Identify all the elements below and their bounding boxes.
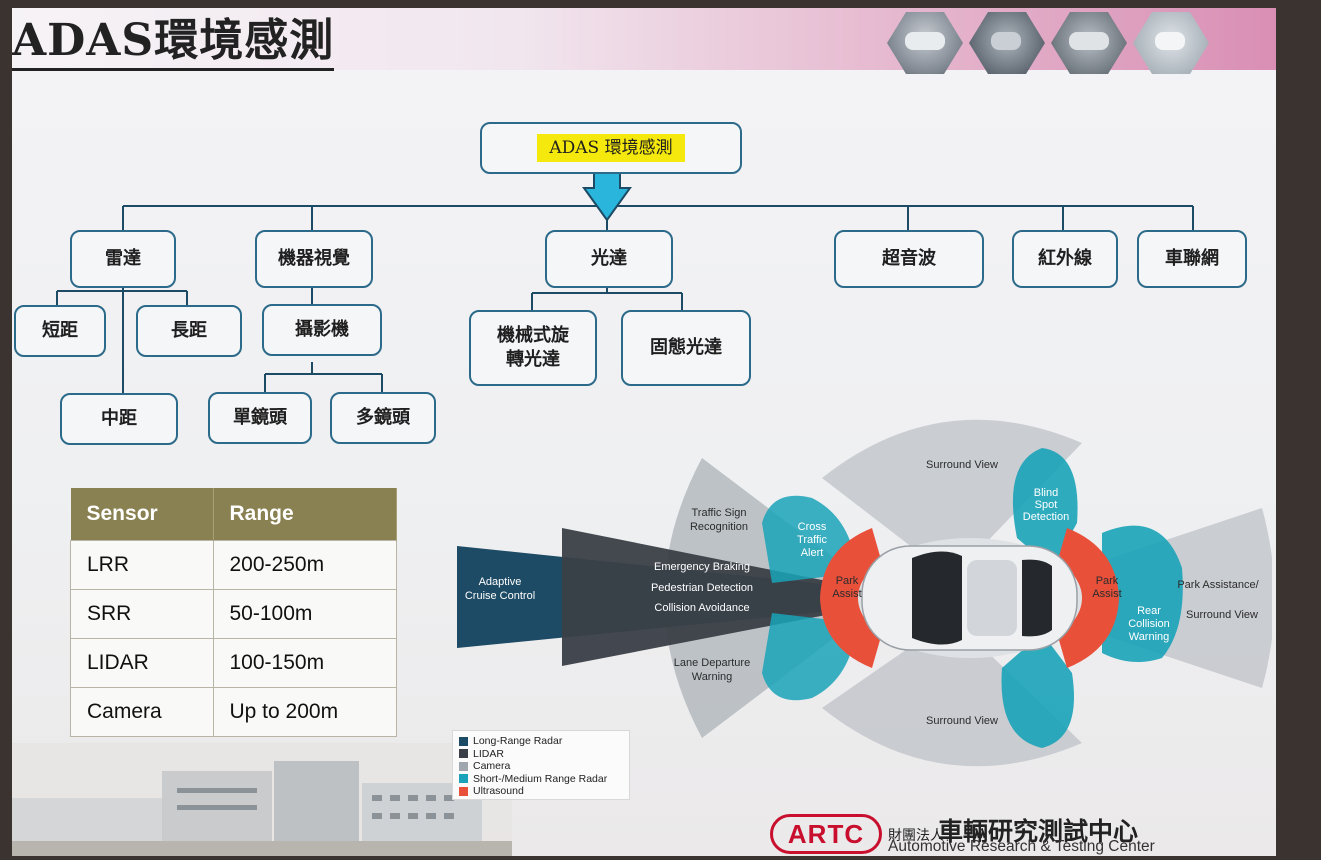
legend-label: Ultrasound — [473, 785, 524, 798]
table-header-row: Sensor Range — [70, 488, 397, 541]
artc-logo: ARTC — [770, 814, 882, 854]
rcw-label-2: Collision — [1128, 618, 1170, 630]
sensor-coverage-diagram: Adaptive Cruise Control Traffic Sign Rec… — [457, 419, 1272, 767]
cta-label-1: Cross — [798, 521, 827, 533]
node-machine-vision: 機器視覺 — [255, 230, 373, 288]
park-assist-front-label-1: Park — [836, 575, 859, 587]
node-mech-lidar: 機械式旋 轉光達 — [469, 310, 597, 386]
legend-label: Camera — [473, 760, 511, 773]
legend-swatch — [459, 774, 468, 784]
node-ultrasonic: 超音波 — [834, 230, 984, 288]
bsd-label-3: Detection — [1023, 511, 1069, 523]
rear-collision-radar-zone — [1102, 525, 1183, 662]
node-short-range: 短距 — [14, 305, 106, 357]
node-infrared: 紅外線 — [1012, 230, 1118, 288]
side-lower-radar-zone — [1001, 633, 1074, 748]
legend-swatch — [459, 786, 468, 796]
legend-item: Short-/Medium Range Radar — [459, 773, 623, 786]
node-radar: 雷達 — [70, 230, 176, 288]
sensor-legend: Long-Range Radar LIDAR Camera Short-/Med… — [452, 730, 630, 800]
surround-view-bottom-label: Surround View — [926, 715, 998, 727]
pedestrian-detection-label: Pedestrian Detection — [651, 582, 753, 594]
org-name-english: Automotive Research & Testing Center — [888, 838, 1155, 855]
ldw-label-1: Lane Departure — [674, 657, 750, 669]
sensor-cell: Camera — [70, 687, 214, 737]
tree-root-label: ADAS 環境感測 — [537, 134, 685, 162]
sensor-cell: SRR — [70, 589, 214, 639]
acc-label-1: Adaptive — [479, 576, 522, 588]
legend-item: Ultrasound — [459, 785, 623, 798]
legend-item: LIDAR — [459, 748, 623, 761]
table-row: LIDAR 100-150m — [70, 638, 397, 688]
building-photo — [12, 743, 512, 856]
node-solid-lidar: 固態光達 — [621, 310, 751, 386]
node-mid-range: 中距 — [60, 393, 178, 445]
surround-view-top-label: Surround View — [926, 459, 998, 471]
node-mech-lidar-line1: 機械式旋 — [497, 325, 569, 346]
sensor-range-table: Sensor Range LRR 200-250m SRR 50-100m LI… — [70, 488, 397, 737]
sensor-cell: LRR — [70, 540, 214, 590]
tree-connectors — [56, 172, 1194, 393]
header-image-strip — [887, 12, 1209, 76]
legend-label: Short-/Medium Range Radar — [473, 772, 608, 785]
park-assistance-label-2: Surround View — [1186, 609, 1258, 621]
legend-swatch — [459, 761, 468, 771]
tsr-label-1: Traffic Sign — [691, 507, 746, 519]
range-cell: 50-100m — [212, 589, 397, 639]
range-cell: Up to 200m — [212, 687, 397, 737]
legend-item: Long-Range Radar — [459, 735, 623, 748]
header-sensor: Sensor — [70, 488, 214, 541]
emergency-braking-label: Emergency Braking — [654, 561, 750, 573]
node-mech-lidar-line2: 轉光達 — [506, 349, 560, 370]
park-assistance-label-1: Park Assistance/ — [1177, 579, 1259, 591]
bsd-label-2: Spot — [1035, 499, 1058, 511]
car-photo-hex — [887, 12, 963, 74]
footer-organization: ARTC 財團法人 車輛研究測試中心 Automotive Research &… — [770, 808, 1240, 856]
node-long-range: 長距 — [136, 305, 242, 357]
park-assist-rear-label-2: Assist — [1092, 588, 1121, 600]
legend-label: LIDAR — [473, 747, 504, 760]
rcw-label-1: Rear — [1137, 605, 1161, 617]
table-row: Camera Up to 200m — [70, 687, 397, 737]
node-camera: 攝影機 — [262, 304, 382, 356]
collision-avoidance-label: Collision Avoidance — [654, 602, 749, 614]
legend-swatch — [459, 736, 468, 746]
slide-title: ADAS環境感測 — [12, 14, 335, 71]
range-cell: 100-150m — [212, 638, 397, 688]
park-assist-front-label-2: Assist — [832, 588, 861, 600]
header-range: Range — [213, 488, 397, 541]
blind-spot-radar-zone — [1012, 448, 1078, 568]
tree-root: ADAS 環境感測 — [480, 122, 742, 174]
rcw-label-3: Warning — [1129, 631, 1170, 643]
node-lidar: 光達 — [545, 230, 673, 288]
bsd-label-1: Blind — [1034, 487, 1058, 499]
car-icon — [858, 538, 1082, 658]
node-iov: 車聯網 — [1137, 230, 1247, 288]
legend-item: Camera — [459, 760, 623, 773]
ldw-label-2: Warning — [692, 671, 733, 683]
sensor-cell: LIDAR — [70, 638, 214, 688]
range-cell: 200-250m — [212, 540, 397, 590]
root-arrow-icon — [582, 172, 632, 222]
table-row: LRR 200-250m — [70, 540, 397, 590]
tsr-label-2: Recognition — [690, 521, 748, 533]
node-multi-lens: 多鏡頭 — [330, 392, 436, 444]
acc-label-2: Cruise Control — [465, 590, 535, 602]
surround-view-top-zone — [822, 419, 1082, 578]
org-prefix: 財團法人 — [888, 828, 944, 844]
cta-label-3: Alert — [801, 547, 824, 559]
legend-label: Long-Range Radar — [473, 735, 563, 748]
table-row: SRR 50-100m — [70, 589, 397, 639]
slide: ADAS環境感測 — [12, 8, 1276, 856]
lidar-zone — [562, 528, 862, 666]
org-name-chinese: 車輛研究測試中心 — [938, 817, 1139, 846]
cta-label-2: Traffic — [797, 534, 827, 546]
legend-swatch — [459, 749, 468, 759]
node-mono-lens: 單鏡頭 — [208, 392, 312, 444]
park-assist-rear-label-1: Park — [1096, 575, 1119, 587]
